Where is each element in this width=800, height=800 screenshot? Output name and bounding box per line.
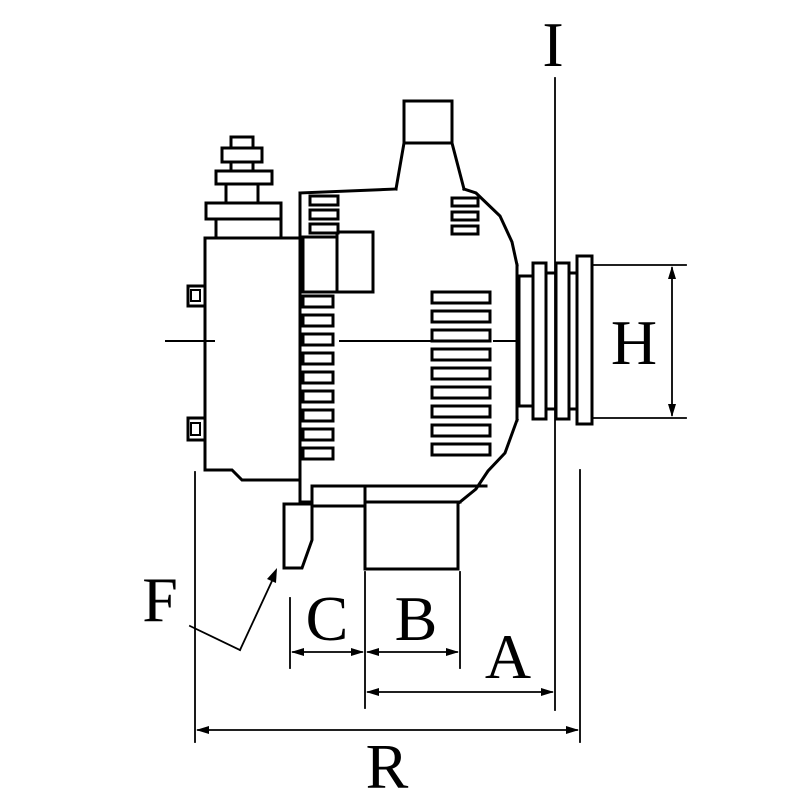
fins-top-left bbox=[308, 194, 340, 235]
dimension-b: B bbox=[366, 583, 459, 656]
dim-f-leader-1 bbox=[188, 624, 242, 652]
alternator-drawing bbox=[165, 99, 594, 571]
foot-step-block bbox=[310, 484, 367, 508]
dim-a-arrowhead-left bbox=[366, 688, 379, 696]
stud-base-lower bbox=[214, 217, 283, 240]
stud-nut bbox=[220, 146, 264, 164]
fins-left-column bbox=[301, 294, 335, 461]
stud-flange bbox=[214, 169, 274, 186]
dim-label-b: B bbox=[395, 583, 438, 654]
dimension-annotations: I H F C bbox=[142, 9, 687, 800]
dim-c-arrowhead-right bbox=[351, 648, 364, 656]
dim-c-arrowhead-left bbox=[291, 648, 304, 656]
dim-f-arrowhead bbox=[267, 568, 277, 583]
pulley-hub bbox=[517, 274, 535, 408]
dimension-i: I bbox=[542, 9, 564, 711]
body-top-tower bbox=[394, 99, 466, 191]
bottom-bracket bbox=[282, 502, 314, 570]
dim-h-arrowhead-bottom bbox=[668, 404, 676, 417]
terminal-stud bbox=[204, 135, 283, 240]
dimension-h: H bbox=[592, 264, 687, 419]
mounting-foot bbox=[310, 484, 460, 571]
pulley-end-disc bbox=[575, 254, 594, 426]
body-top-right-contour bbox=[462, 187, 519, 267]
dimension-r: R bbox=[196, 726, 579, 800]
cooling-fins bbox=[301, 194, 492, 461]
housing-outline bbox=[203, 236, 302, 482]
rear-housing bbox=[165, 236, 302, 482]
foot-block bbox=[363, 500, 460, 571]
dim-b-arrowhead-right bbox=[446, 648, 459, 656]
dim-h-arrowhead-top bbox=[668, 266, 676, 279]
housing-tab-bottom-inner bbox=[190, 422, 201, 436]
housing-tab-top-inner bbox=[190, 289, 201, 302]
dim-f-leader-2 bbox=[238, 579, 274, 652]
stud-tip bbox=[229, 135, 255, 150]
dim-label-f: F bbox=[142, 564, 178, 635]
dim-r-arrowhead-left bbox=[196, 726, 209, 734]
dim-label-i: I bbox=[542, 9, 563, 80]
pulley-groove-3 bbox=[554, 261, 571, 421]
dim-label-r: R bbox=[366, 731, 409, 800]
fins-right-column bbox=[430, 290, 492, 457]
pulley-groove-1 bbox=[531, 261, 548, 421]
dimension-f: F bbox=[142, 564, 277, 652]
stud-base-plate bbox=[204, 201, 283, 221]
front-bracket-block bbox=[301, 235, 339, 294]
dim-a-arrowhead-right bbox=[541, 688, 554, 696]
dimension-a: A bbox=[366, 621, 554, 696]
body-bottom-right-contour bbox=[457, 418, 519, 505]
bearing-boss bbox=[335, 230, 375, 294]
dimension-c: C bbox=[291, 583, 364, 656]
body-top-edge bbox=[298, 187, 398, 195]
pulley bbox=[517, 254, 594, 426]
dim-label-h: H bbox=[611, 307, 657, 378]
stud-spacer-block bbox=[224, 182, 260, 205]
fins-top-right bbox=[450, 196, 480, 236]
main-body bbox=[298, 99, 541, 505]
dim-label-c: C bbox=[306, 583, 349, 654]
dim-r-arrowhead-right bbox=[566, 726, 579, 734]
dim-label-a: A bbox=[485, 621, 531, 692]
dim-b-arrowhead-left bbox=[366, 648, 379, 656]
